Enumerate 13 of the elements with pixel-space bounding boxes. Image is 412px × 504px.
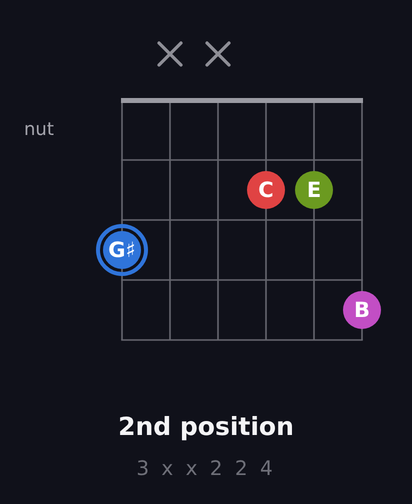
note-label: G♯	[108, 240, 136, 260]
note-dot	[247, 171, 285, 209]
muted-string-x-icon	[156, 40, 184, 68]
note-label: C	[258, 180, 274, 200]
position-title: 2nd position	[117, 412, 295, 441]
fingering-caption: 3 x x 2 2 4	[135, 456, 277, 480]
note-dot	[96, 224, 148, 276]
note-dot	[343, 291, 381, 329]
nut-label: nut	[24, 119, 54, 140]
note-label: B	[354, 300, 370, 320]
note-dot	[295, 171, 333, 209]
muted-string-x-icon	[204, 40, 232, 68]
note-label: E	[306, 180, 322, 200]
